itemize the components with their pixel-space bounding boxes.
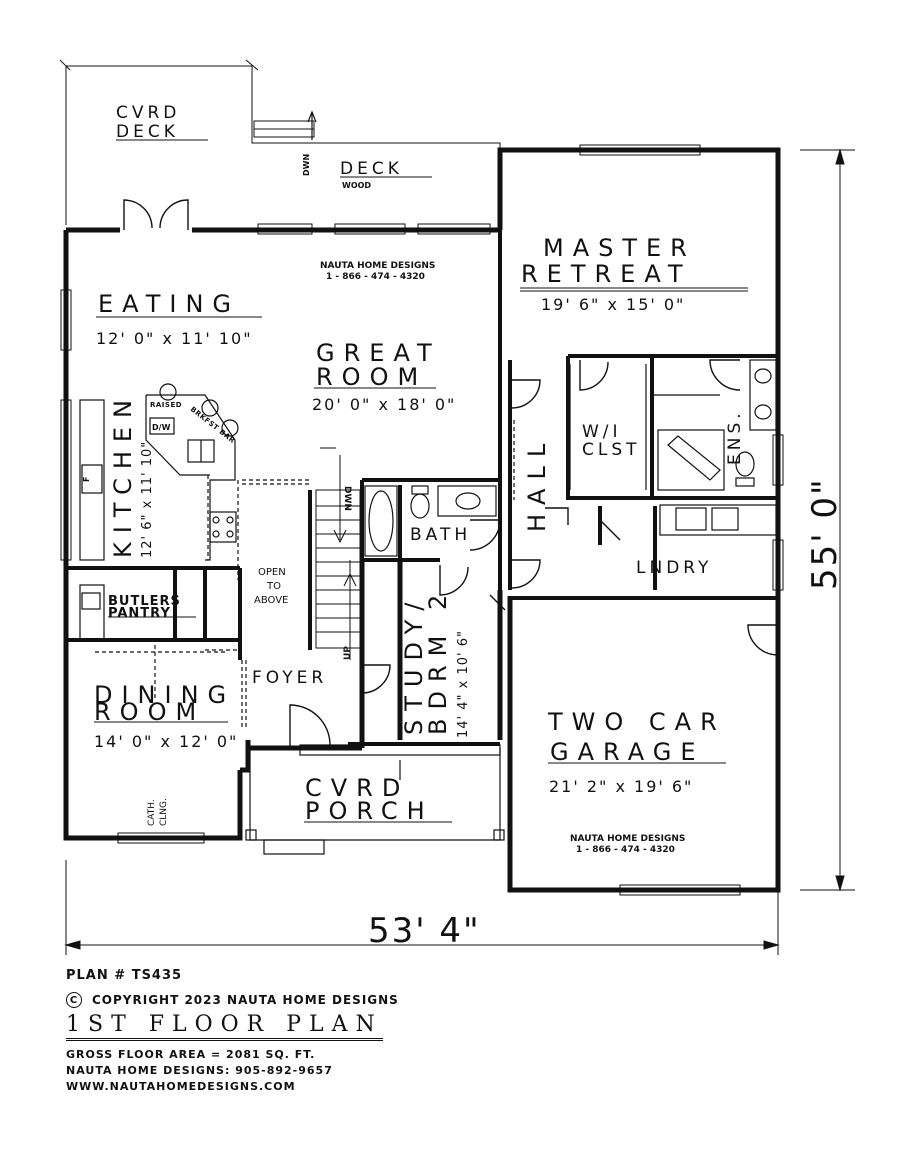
title-underlines	[94, 139, 748, 823]
watermark-garage-1: NAUTA HOME DESIGNS	[570, 834, 685, 844]
great-room-dim: 20' 0" x 18' 0"	[312, 395, 456, 414]
dw-label: D/W	[152, 423, 171, 432]
deck-material: WOOD	[342, 181, 371, 190]
deck-dwn: DWN	[302, 154, 311, 176]
kitchen-fixtures	[79, 383, 239, 640]
cath-clng-1: CATH.	[147, 799, 157, 826]
bath-fixtures	[364, 359, 777, 557]
doors	[123, 199, 779, 748]
eating-dim: 12' 0" x 11' 10"	[96, 329, 253, 348]
overall-dimensions: 53' 4" 55' 0"	[368, 477, 845, 951]
garage-dim: 21' 2" x 19' 6"	[549, 777, 693, 796]
cvrd-deck-label-2: DECK	[116, 122, 179, 142]
study-dim: 14' 4" x 10' 6"	[456, 630, 471, 738]
company-phone: NAUTA HOME DESIGNS: 905-892-9657	[66, 1064, 333, 1077]
porch-label-2: PORCH	[305, 797, 434, 825]
windows	[60, 144, 784, 896]
brkfst-bar-label: BRKFST BAR	[189, 405, 237, 445]
interior-walls	[66, 230, 778, 746]
watermark-top-2: 1 - 866 - 474 - 4320	[326, 272, 425, 282]
butlers-pantry-2: PANTRY	[108, 606, 171, 621]
butlers-pantry-1: BUTLERS	[108, 594, 181, 609]
copyright-text: COPYRIGHT 2023 NAUTA HOME DESIGNS	[92, 993, 399, 1007]
deck-steps	[307, 110, 317, 140]
watermark-garage-2: 1 - 866 - 474 - 4320	[576, 845, 675, 855]
room-labels: CVRD DECK DECK WOOD DWN MASTER RETREAT 1…	[82, 103, 745, 855]
wi-clst-label-2: CLST	[582, 440, 641, 460]
garage-label-1: TWO CAR	[547, 708, 726, 736]
dining-dim: 14' 0" x 12' 0"	[94, 732, 238, 751]
stair-up-label: UP	[343, 646, 353, 660]
study-label-2: BDRM 2	[424, 586, 452, 735]
open-to-above-3: ABOVE	[254, 595, 288, 606]
master-dim: 19' 6" x 15' 0"	[541, 295, 685, 314]
company-website: WWW.NAUTAHOMEDESIGNS.COM	[66, 1080, 296, 1093]
kitchen-dim: 12' 6" x 11' 10"	[140, 441, 155, 558]
bath-label: BATH	[410, 525, 471, 545]
porch-label-1: CVRD	[305, 774, 409, 802]
open-to-above-2: TO	[266, 581, 281, 592]
stairs	[315, 447, 361, 660]
open-to-above-1: OPEN	[258, 567, 286, 578]
ens-label: ENS.	[725, 409, 745, 465]
great-room-label-2: ROOM	[316, 363, 427, 391]
plan-title: 1ST FLOOR PLAN	[66, 1012, 383, 1041]
great-room-label-1: GREAT	[316, 339, 441, 367]
exterior-walls	[63, 147, 781, 893]
study-label-1: STUDY/	[400, 594, 428, 735]
hall-label: HALL	[523, 435, 551, 532]
eating-label: EATING	[98, 290, 240, 318]
kitchen-label: KITCHEN	[109, 391, 137, 558]
stair-dwn-label: DWN	[342, 486, 352, 511]
overall-depth: 55' 0"	[805, 477, 845, 590]
dashed-openings	[95, 420, 515, 730]
plan-info-block: PLAN # TS435 C COPYRIGHT 2023 NAUTA HOME…	[66, 968, 486, 1095]
fridge-label: F	[82, 477, 91, 482]
cvrd-deck-label-1: CVRD	[116, 103, 180, 123]
gross-floor-area: GROSS FLOOR AREA = 2081 SQ. FT.	[66, 1048, 316, 1061]
watermark-top-1: NAUTA HOME DESIGNS	[320, 261, 435, 271]
copyright-line: C COPYRIGHT 2023 NAUTA HOME DESIGNS	[66, 992, 486, 1008]
garage-label-2: GARAGE	[550, 738, 704, 766]
overall-width: 53' 4"	[368, 911, 481, 951]
dimension-lines	[64, 148, 855, 955]
laundry-label: LNDRY	[636, 558, 712, 578]
master-label-2: RETREAT	[521, 260, 692, 288]
porch	[245, 744, 505, 855]
copyright-icon: C	[66, 992, 82, 1008]
deck-label: DECK	[340, 159, 403, 179]
master-label-1: MASTER	[543, 234, 696, 262]
dining-label-1: DINING	[94, 681, 235, 709]
cath-clng-2: CLNG.	[159, 798, 169, 826]
dining-label-2: ROOM	[94, 698, 205, 726]
foyer-label: FOYER	[252, 668, 327, 688]
plan-number: PLAN # TS435	[66, 968, 183, 983]
wi-clst-label-1: W/I	[582, 422, 622, 442]
raised-label: RAISED	[150, 401, 182, 409]
